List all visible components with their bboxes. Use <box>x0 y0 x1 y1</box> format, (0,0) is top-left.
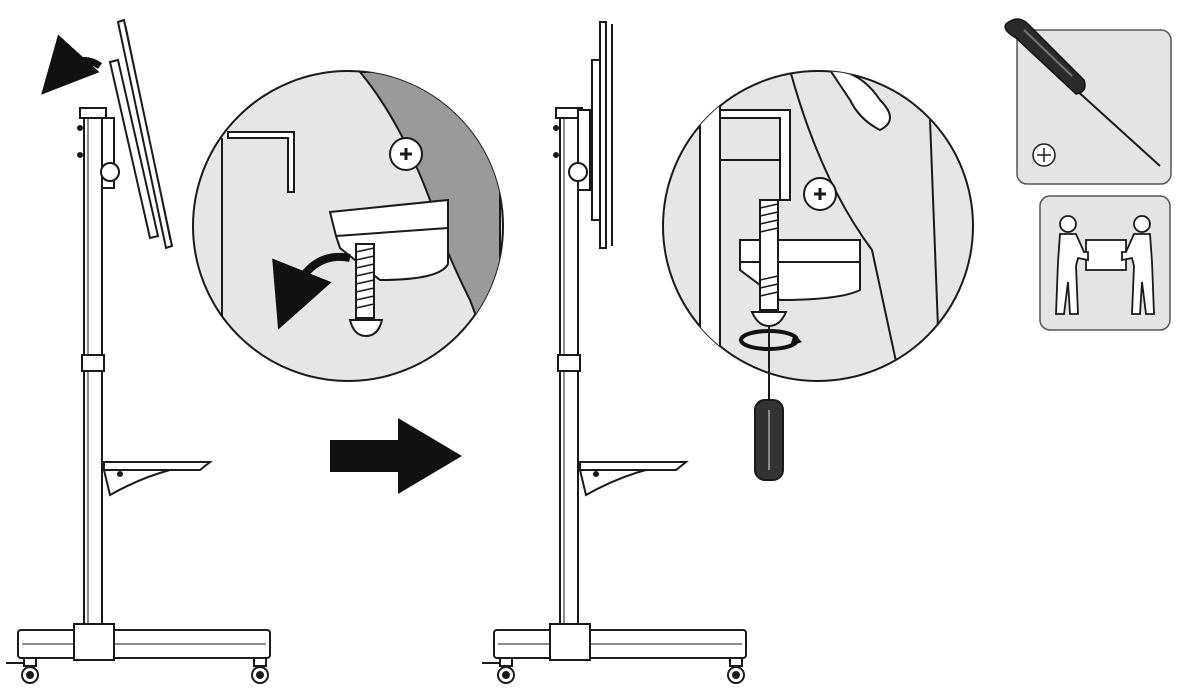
phillips-screwdriver-icon <box>1004 18 1161 167</box>
zoom-detail-1 <box>192 70 504 382</box>
phillips-head-symbol-icon <box>1032 143 1056 167</box>
two-person-lift-icon <box>1055 215 1155 315</box>
stand-step-2 <box>482 21 747 684</box>
stand-step-1 <box>6 18 271 684</box>
rotate-arrow-icon <box>41 34 103 95</box>
rotate-arrow-icon <box>272 252 351 330</box>
tool-box-two-person <box>1039 195 1171 331</box>
next-step-arrow-icon <box>330 418 462 494</box>
zoom-detail-2 <box>662 70 974 481</box>
tool-box-screwdriver <box>1004 18 1172 185</box>
screwdriver-icon <box>754 326 784 481</box>
